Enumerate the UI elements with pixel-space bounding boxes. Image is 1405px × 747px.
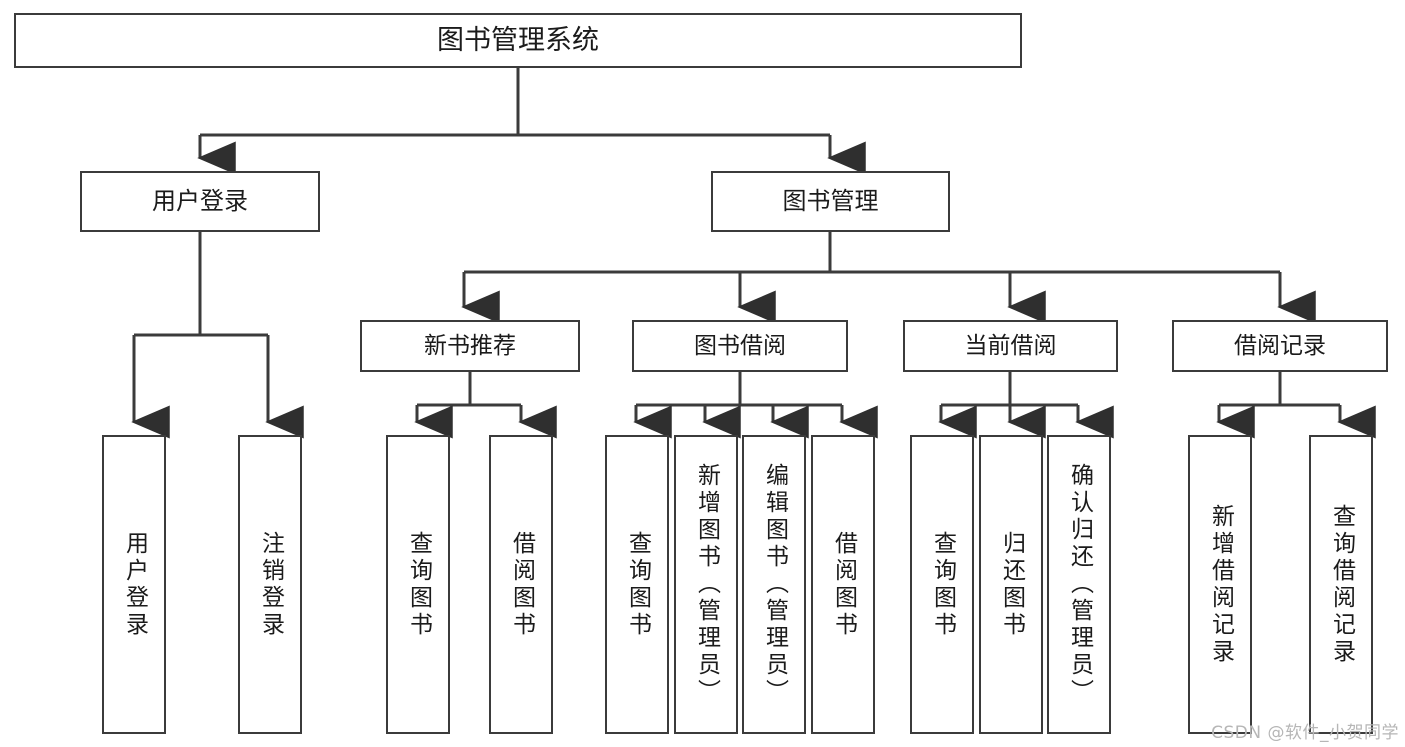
node-root-system[interactable]: 图书管理系统 — [14, 13, 1022, 68]
node-label: 新增图书（管理员） — [693, 463, 720, 706]
node-label: 当前借阅 — [964, 332, 1057, 359]
node-label: 新书推荐 — [424, 332, 516, 359]
node-label: 借阅图书 — [508, 530, 535, 639]
leaf-borrow-book[interactable]: 借阅图书 — [811, 435, 875, 734]
node-new-book-recommend[interactable]: 新书推荐 — [360, 320, 580, 372]
node-book-management[interactable]: 图书管理 — [711, 171, 950, 232]
node-label: 编辑图书（管理员） — [761, 463, 788, 706]
node-borrow-record[interactable]: 借阅记录 — [1172, 320, 1388, 372]
node-label: 用户登录 — [152, 186, 248, 215]
node-user-login[interactable]: 用户登录 — [80, 171, 320, 232]
leaf-add-book-admin[interactable]: 新增图书（管理员） — [674, 435, 738, 734]
node-label: 图书管理 — [782, 186, 879, 215]
node-label: 图书借阅 — [694, 332, 786, 359]
leaf-edit-book-admin[interactable]: 编辑图书（管理员） — [742, 435, 806, 734]
leaf-user-login[interactable]: 用户登录 — [102, 435, 166, 734]
leaf-confirm-return-admin[interactable]: 确认归还（管理员） — [1047, 435, 1111, 734]
node-label: 查询图书 — [929, 530, 956, 639]
node-label: 用户登录 — [121, 530, 148, 639]
leaf-user-logout[interactable]: 注销登录 — [238, 435, 302, 734]
node-label: 查询借阅记录 — [1328, 503, 1355, 666]
node-current-borrow[interactable]: 当前借阅 — [903, 320, 1118, 372]
leaf-add-borrow-record[interactable]: 新增借阅记录 — [1188, 435, 1252, 734]
leaf-query-book-current[interactable]: 查询图书 — [910, 435, 974, 734]
leaf-query-book-recommend[interactable]: 查询图书 — [386, 435, 450, 734]
node-book-borrow[interactable]: 图书借阅 — [632, 320, 848, 372]
node-label: 借阅图书 — [830, 530, 857, 639]
leaf-query-borrow-record[interactable]: 查询借阅记录 — [1309, 435, 1373, 734]
node-label: 图书管理系统 — [437, 24, 599, 56]
leaf-return-book[interactable]: 归还图书 — [979, 435, 1043, 734]
node-label: 归还图书 — [998, 530, 1025, 639]
leaf-borrow-book-recommend[interactable]: 借阅图书 — [489, 435, 553, 734]
node-label: 借阅记录 — [1234, 332, 1326, 359]
node-label: 确认归还（管理员） — [1066, 463, 1093, 706]
node-label: 查询图书 — [405, 530, 432, 639]
node-label: 注销登录 — [257, 530, 284, 639]
leaf-query-book-borrow[interactable]: 查询图书 — [605, 435, 669, 734]
node-label: 新增借阅记录 — [1207, 503, 1234, 666]
csdn-watermark: CSDN @软件_小贺同学 — [1211, 723, 1399, 743]
node-label: 查询图书 — [624, 530, 651, 639]
